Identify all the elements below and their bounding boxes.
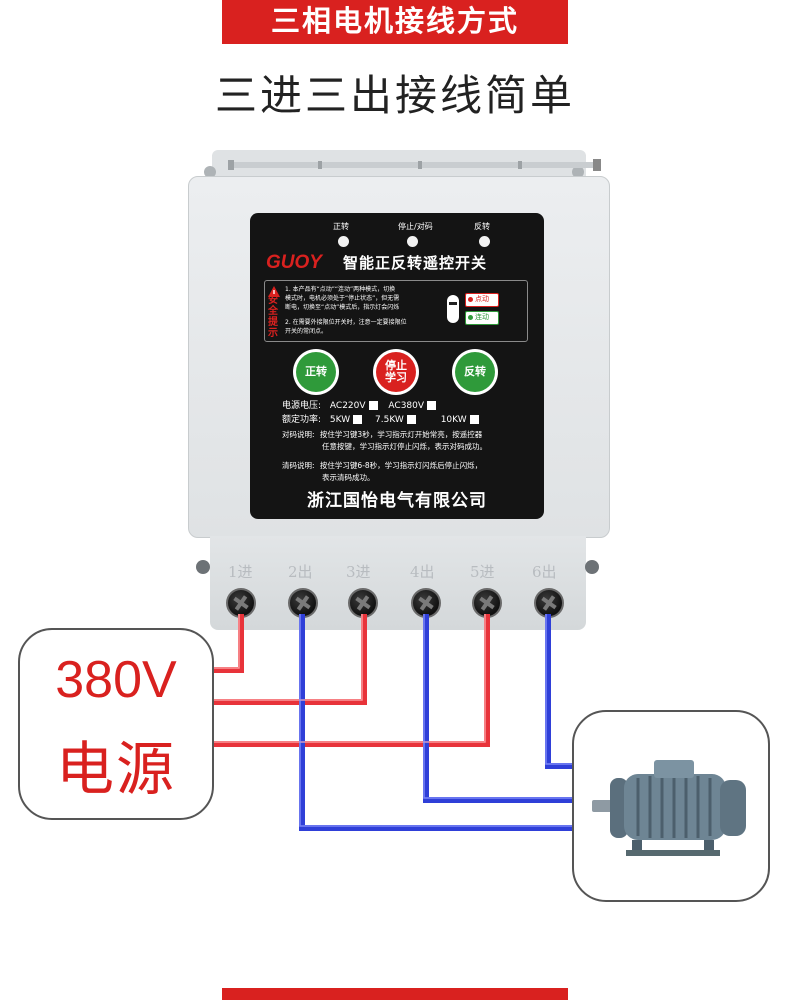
clear-text-1: 按住学习键6-8秒，学习指示灯闪烁后停止闪烁， <box>319 461 483 470</box>
reverse-button[interactable]: 反转 <box>455 352 495 392</box>
company-name: 浙江国怡电气有限公司 <box>307 491 487 511</box>
warning-text-2a: 2. 在需要外接限位开关时，注意一定要接限位 <box>285 319 407 326</box>
power-source-label: 电源 <box>55 735 176 803</box>
electric-motor-icon <box>592 754 752 858</box>
warning-text-1a: 1. 本产品有“点动”“连动”两种模式，切换 <box>285 286 396 293</box>
mode-jog-tag: 点动 <box>465 293 499 307</box>
warning-text-1c: 断电，切换至“点动”模式后，指示灯会闪烁 <box>285 304 400 311</box>
mount-screw-right <box>585 560 599 574</box>
terminal-screw-icon <box>534 588 564 618</box>
warning-text-1b: 模式时，电机必须处于“停止状态”，但无需 <box>285 295 400 302</box>
terminal-label-2: 2出 <box>288 563 313 581</box>
forward-button[interactable]: 正转 <box>296 352 336 392</box>
clear-label: 清码说明: <box>282 461 315 470</box>
wire-blue-4 <box>423 614 572 803</box>
wire-blue-6 <box>545 614 572 769</box>
stop-learn-button[interactable]: 停止 学习 <box>376 352 416 392</box>
mode-jog-label: 点动 <box>475 295 489 303</box>
wire-red-5 <box>210 614 490 747</box>
terminal-label-3: 3进 <box>346 563 371 581</box>
motor-box <box>572 710 770 902</box>
terminal-screw-icon <box>226 588 256 618</box>
voltage-row: 电源电压: AC220V AC380V <box>282 398 437 411</box>
indicator-label-stop: 停止/对码 <box>398 222 433 231</box>
warning-triangle-icon <box>268 282 280 297</box>
power-75kw: 7.5KW <box>375 415 404 425</box>
housing-lower <box>210 536 586 630</box>
wire-blue-2 <box>299 614 572 831</box>
terminal-label-5: 5进 <box>470 563 495 581</box>
product-name: 智能正反转遥控开关 <box>343 254 488 272</box>
antenna-icon <box>198 154 608 180</box>
voltage-text: 380V <box>55 651 177 709</box>
stop-indicator-led <box>407 236 418 247</box>
power-5kw: 5KW <box>329 415 351 425</box>
pair-instructions: 对码说明: 按住学习键3秒，学习指示灯开始常亮，按遥控器 任意按键，学习指示灯停… <box>282 429 487 453</box>
voltage-ac220: AC220V <box>329 401 366 411</box>
terminal-screw-icon <box>348 588 378 618</box>
learn-label: 学习 <box>385 371 407 384</box>
terminal-label-6: 6出 <box>532 563 557 581</box>
terminal-label-1: 1进 <box>228 563 253 581</box>
warning-text-2b: 开关的常闭点。 <box>285 328 328 335</box>
power-75kw-checkbox <box>406 415 416 424</box>
voltage-ac220-checkbox <box>368 401 378 410</box>
power-row: 额定功率: 5KW 7.5KW 10KW <box>282 412 479 425</box>
pair-text-1: 按住学习键3秒，学习指示灯开始常亮，按遥控器 <box>319 430 483 439</box>
pair-label: 对码说明: <box>282 430 315 439</box>
indicator-label-forward: 正转 <box>333 222 349 231</box>
mode-continuous-tag: 连动 <box>465 311 499 325</box>
mode-switch-icon[interactable] <box>447 295 459 323</box>
power-10kw-checkbox <box>469 415 479 424</box>
warning-label: 安全提示 <box>268 295 278 339</box>
voltage-ac380-checkbox <box>427 401 437 410</box>
voltage-label: 电源电压: <box>282 401 322 411</box>
warning-frame <box>264 280 528 342</box>
voltage-ac380: AC380V <box>388 401 425 411</box>
indicator-label-reverse: 反转 <box>474 222 490 231</box>
power-source-box: 380V 电源 <box>18 628 214 820</box>
terminal-screw-icon <box>411 588 441 618</box>
terminal-screw-icon <box>472 588 502 618</box>
clear-text-2: 表示清码成功。 <box>322 473 375 482</box>
subtitle: 三进三出接线简单 <box>214 71 575 120</box>
stop-label: 停止 <box>385 359 407 372</box>
clear-instructions: 清码说明: 按住学习键6-8秒，学习指示灯闪烁后停止闪烁， 表示清码成功。 <box>282 460 482 484</box>
power-10kw: 10KW <box>440 415 467 425</box>
power-label: 额定功率: <box>282 415 322 425</box>
mode-continuous-label: 连动 <box>475 313 489 321</box>
title-banner: 三相电机接线方式 <box>222 0 568 44</box>
brand-logo: GUOY <box>266 252 322 273</box>
bottom-accent-bar <box>222 988 568 1000</box>
terminal-screw-icon <box>288 588 318 618</box>
reverse-indicator-led <box>479 236 490 247</box>
mount-screw-left <box>196 560 210 574</box>
pair-text-2: 任意按键，学习指示灯停止闪烁，表示对码成功。 <box>322 442 487 451</box>
forward-indicator-led <box>338 236 349 247</box>
terminal-label-4: 4出 <box>410 563 435 581</box>
power-5kw-checkbox <box>353 415 363 424</box>
